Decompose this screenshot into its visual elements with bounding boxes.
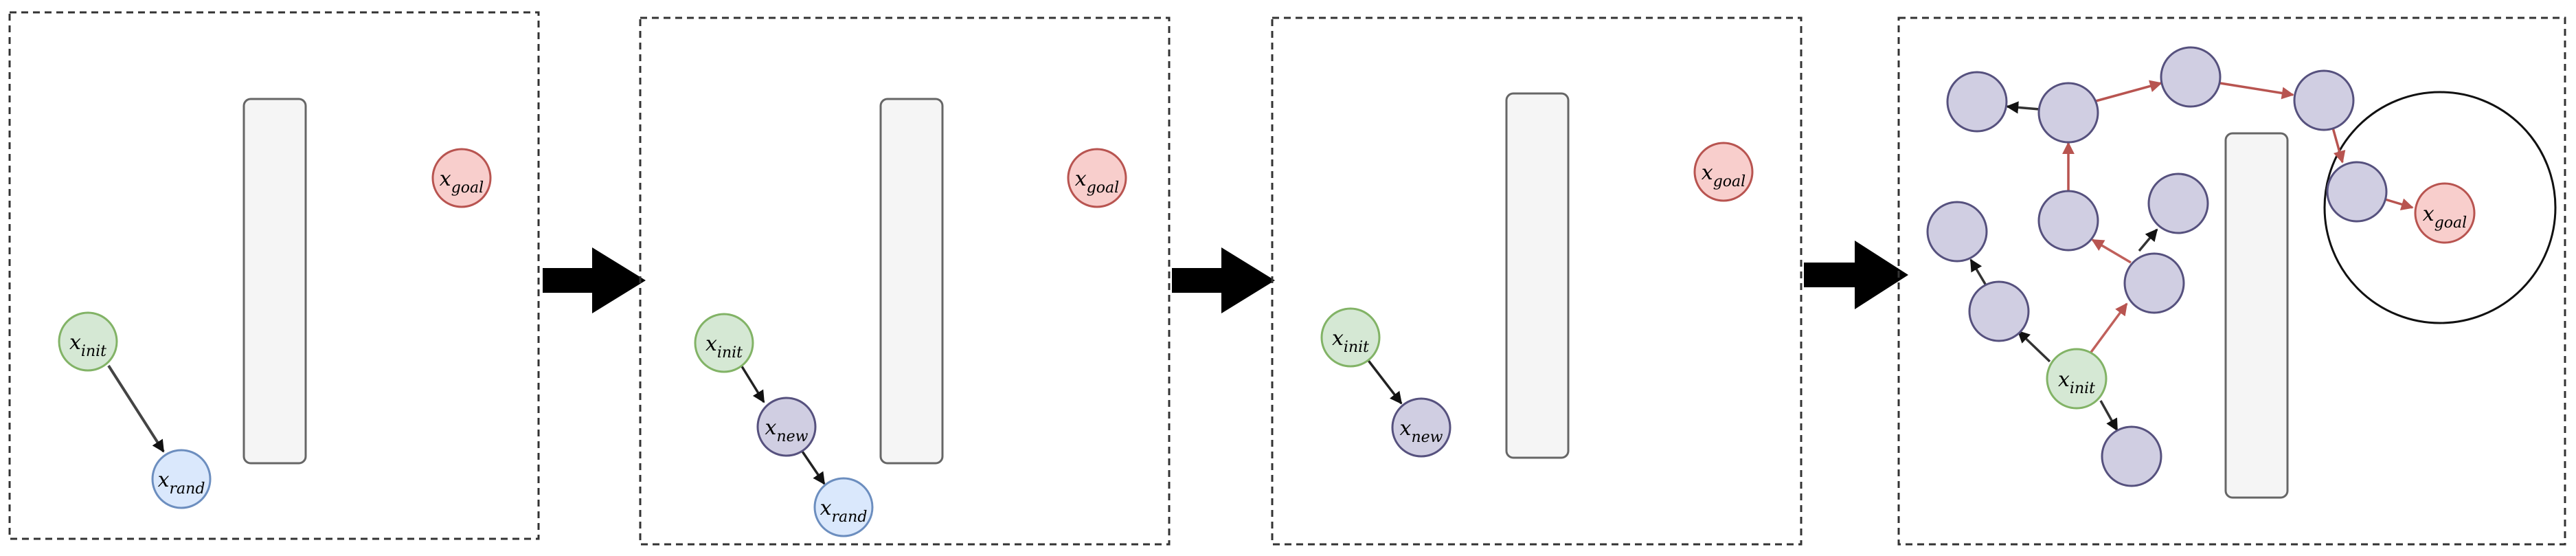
panel-4-frame [1897,16,2566,546]
panel-1-frame [8,11,540,540]
panel-4: xinit xgoal [1897,16,2566,546]
edge-init-to-rand [107,364,165,453]
svg-text:xinit: xinit [69,331,106,360]
node-goal: xgoal [1067,148,1127,208]
svg-text:xrand: xrand [820,496,868,526]
node-new: xnew [756,397,817,457]
obstacle [1505,92,1570,459]
svg-text:xnew: xnew [765,416,809,445]
tree-node [2147,173,2209,234]
obstacle [879,98,944,465]
node-new: xnew [1391,397,1451,458]
tree-node [2293,69,2355,131]
tree-node [1968,280,2030,342]
path-edge [2095,80,2162,102]
svg-text:xnew: xnew [1400,416,1443,446]
tree-edge [2138,228,2158,252]
svg-text:xgoal: xgoal [1075,167,1119,197]
edge-init-to-new [1366,357,1403,405]
tree-node [2160,46,2222,108]
panel-1: xinit xrand xgoal [8,11,540,540]
path-edge [2384,198,2414,210]
tree-node [1926,201,1988,263]
path-edge [2219,82,2294,100]
tree-node [2037,82,2099,144]
svg-text:xgoal: xgoal [440,167,484,197]
node-goal: xgoal [1693,142,1754,202]
step-arrow-2 [1172,247,1275,313]
panel-3: xinit xnew xgoal [1271,16,1803,546]
node-init: xinit [2046,348,2108,410]
svg-text:xinit: xinit [2058,368,2095,397]
svg-text:xinit: xinit [705,332,743,362]
tree-edge [2017,330,2051,363]
svg-text:xrand: xrand [158,468,205,498]
tree-node [2101,425,2162,487]
tree-edge [2006,101,2040,114]
step-arrow-1 [543,247,646,313]
tree-node [1946,71,2008,133]
panel-3-frame [1271,16,1803,546]
node-init: xinit [1320,307,1381,368]
node-goal: xgoal [2414,182,2476,244]
svg-text:xgoal: xgoal [1702,161,1745,190]
edge-new-to-rand [800,449,826,485]
tree-node [2037,190,2099,252]
goal-region [2323,91,2557,324]
tree-edge [2099,400,2119,432]
svg-text:xgoal: xgoal [2423,202,2467,232]
node-init: xinit [694,313,754,373]
svg-text:xinit: xinit [1332,326,1369,356]
node-goal: xgoal [431,148,492,208]
panel-2-frame [639,16,1171,546]
obstacle [2224,132,2289,499]
path-edge [2091,238,2132,264]
node-init: xinit [58,311,118,372]
step-arrow-3 [1804,241,1908,309]
obstacle [242,98,307,465]
tree-node [2326,161,2388,223]
node-rand: xrand [151,449,212,509]
tree-edge [1969,258,1989,289]
panel-2: xinit xnew xrand xgoal [639,16,1171,546]
edge-init-to-new [739,364,765,403]
path-edge [2331,127,2346,164]
node-rand: xrand [813,477,874,537]
tree-node [2123,252,2185,314]
